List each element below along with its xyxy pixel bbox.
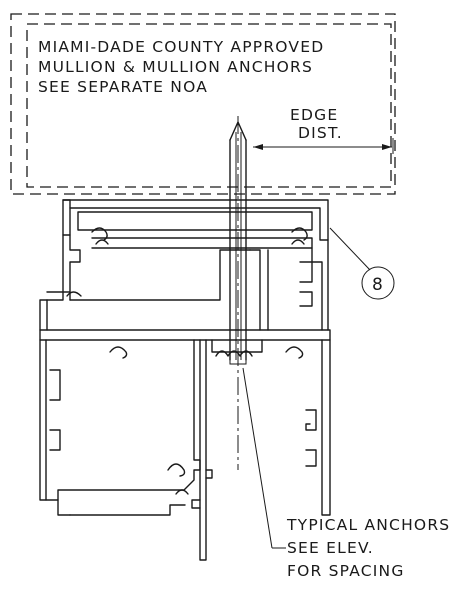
edge-dist-line-2: DIST. — [298, 124, 343, 142]
callout-8: 8 — [329, 227, 395, 300]
anchor-note-leader — [242, 367, 286, 549]
anchor-screw — [229, 116, 247, 470]
frame-profile-section — [39, 199, 331, 561]
anchor-note-text: TYPICAL ANCHORS SEE ELEV. FOR SPACING — [286, 516, 450, 580]
note-line-2: MULLION & MULLION ANCHORS — [38, 58, 313, 76]
anchor-note-line-1: TYPICAL ANCHORS — [286, 516, 450, 534]
edge-distance-dimension: EDGE DIST. — [253, 106, 394, 154]
mullion-note-text: MIAMI-DADE COUNTY APPROVED MULLION & MUL… — [38, 38, 324, 96]
note-line-3: SEE SEPARATE NOA — [38, 78, 208, 96]
anchor-note-line-2: SEE ELEV. — [287, 539, 374, 557]
edge-dist-line-1: EDGE — [290, 106, 338, 124]
callout-number: 8 — [372, 275, 383, 295]
note-line-1: MIAMI-DADE COUNTY APPROVED — [38, 38, 324, 56]
anchor-note-line-3: FOR SPACING — [287, 562, 405, 580]
mullion-note-box — [10, 13, 396, 195]
